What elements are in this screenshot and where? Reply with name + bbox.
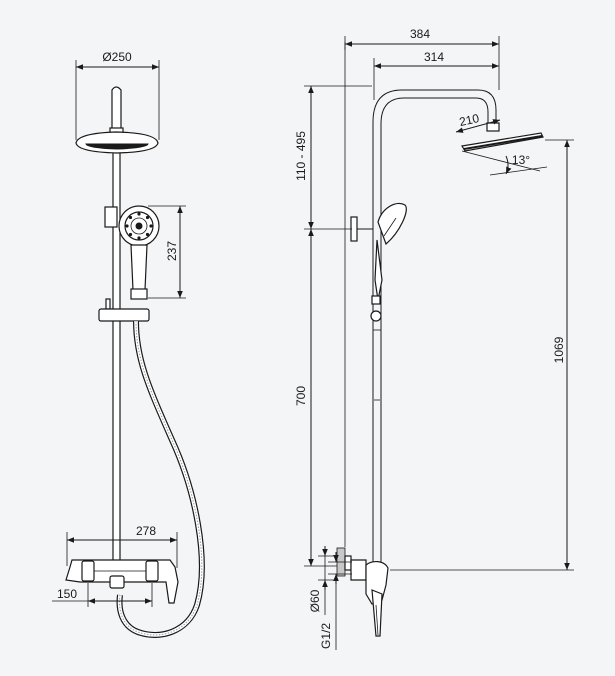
dim-total-height-label: 1069	[552, 336, 566, 363]
dim-thread: G1/2	[319, 552, 352, 650]
riser-pipe	[111, 86, 122, 569]
side-mixer	[336, 547, 389, 637]
side-wall-bracket	[350, 216, 373, 242]
dim-head-size: 210	[455, 111, 501, 133]
dim-thread-label: G1/2	[319, 623, 333, 649]
overhead-shower-head	[75, 127, 159, 154]
dim-total-height: 1069	[390, 139, 574, 571]
dim-head-tilt-label: 13°	[512, 153, 530, 167]
side-hand-shower	[370, 202, 407, 322]
dim-adjust-range-label: 110 - 495	[294, 131, 308, 181]
dim-escutcheon-label: Ø60	[308, 589, 322, 612]
hand-shower	[104, 205, 160, 300]
dim-adjust-range: 110 - 495	[294, 85, 372, 230]
dim-arm-overall-label: 384	[410, 27, 430, 41]
dim-inlet-spacing: 150	[52, 583, 153, 607]
dim-head-size-label: 210	[458, 111, 481, 129]
dim-arm-overall: 384	[344, 27, 500, 90]
side-riser-arm	[372, 89, 497, 565]
dim-rail-height: 700	[294, 229, 337, 567]
dim-head-diameter-label: Ø250	[102, 50, 132, 64]
dim-rail-height-label: 700	[294, 386, 308, 406]
dim-head-tilt: 13°	[461, 150, 548, 176]
slide-clamp	[98, 298, 150, 322]
dim-arm-reach-label: 314	[424, 50, 444, 64]
dim-escutcheon: Ø60	[308, 546, 338, 615]
dim-handshower-height-label: 237	[165, 241, 179, 261]
dim-mixer-width-label: 278	[136, 524, 156, 538]
dim-mixer-width: 278	[66, 524, 178, 568]
front-view: Ø250 237 278 150	[52, 50, 205, 638]
thermostatic-mixer	[65, 559, 179, 604]
side-view: 384 314 210 13° 110 - 495	[294, 27, 574, 650]
dim-inlet-spacing-label: 150	[57, 587, 77, 601]
shower-hose	[116, 320, 205, 638]
dim-head-diameter: Ø250	[75, 50, 160, 140]
dim-handshower-height: 237	[148, 205, 186, 299]
dim-arm-reach: 314	[373, 50, 499, 100]
